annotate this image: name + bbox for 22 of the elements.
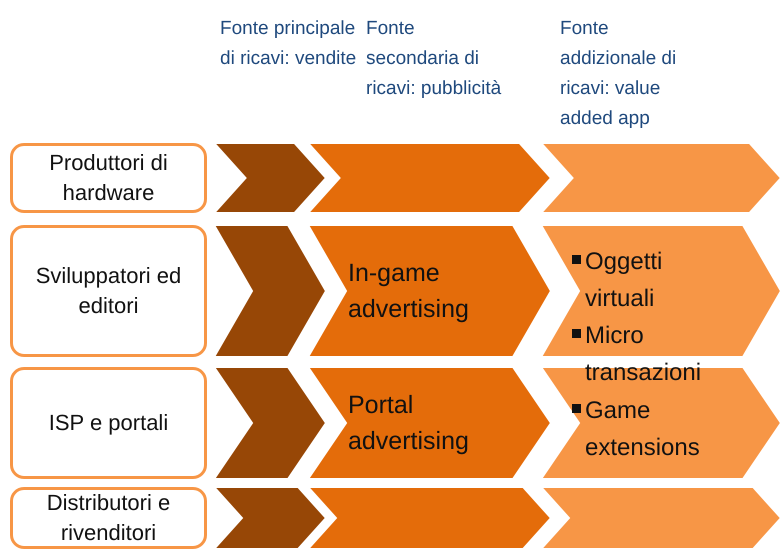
bullet-item: Game extensions xyxy=(585,396,701,463)
chevron-shape xyxy=(214,367,326,479)
chevron-shape xyxy=(541,487,781,549)
chevron-shape xyxy=(308,487,551,549)
chevron-shape xyxy=(308,143,551,213)
chevron-shape xyxy=(541,225,781,357)
chevron-shape xyxy=(214,225,326,357)
chevron-label: Portal advertising xyxy=(348,390,470,457)
category-box: Sviluppatori ed editori xyxy=(10,225,207,357)
column-header: Fonte addizionale di ricavi: value added app xyxy=(560,17,678,131)
category-box: Produttori di hardware xyxy=(10,143,207,213)
category-box: Distributori e rivenditori xyxy=(10,487,207,549)
chevron-label: In-game advertising xyxy=(348,258,470,325)
column-header: Fonte secondaria di ricavi: pubblicità xyxy=(366,17,502,101)
bullet-item: Oggetti virtuali xyxy=(585,247,664,314)
chevron-shape xyxy=(214,487,326,549)
column-header: Fonte principale di ricavi: vendite xyxy=(220,17,358,71)
category-box: ISP e portali xyxy=(10,367,207,479)
chevron-shape xyxy=(214,143,326,213)
chevron-shape xyxy=(541,143,781,213)
chevron-shape xyxy=(308,367,551,479)
chevron-shape xyxy=(308,225,551,357)
